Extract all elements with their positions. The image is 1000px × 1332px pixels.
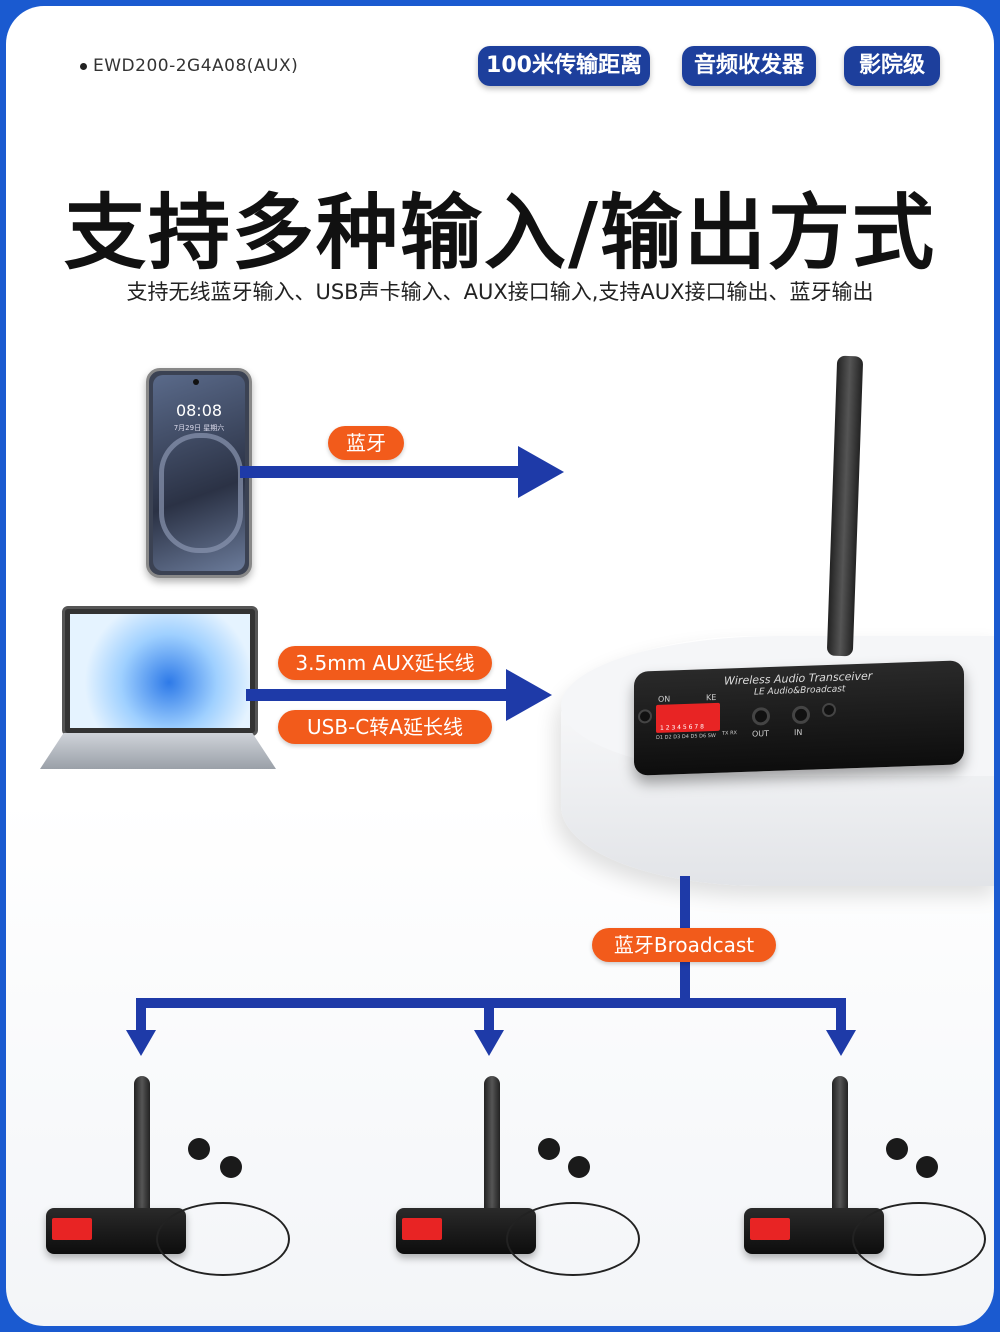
arrow-down-right bbox=[826, 1030, 856, 1056]
main-panel: EWD200-2G4A08(AUX) 100米传输距离 音频收发器 影院级 支持… bbox=[6, 6, 994, 1326]
badge-cinema: 影院级 bbox=[844, 46, 940, 86]
earbud bbox=[220, 1156, 242, 1178]
bluetooth-label: 蓝牙 bbox=[328, 426, 404, 460]
receiver-antenna bbox=[484, 1076, 500, 1216]
earphone-cable bbox=[156, 1202, 290, 1276]
bullet-icon bbox=[80, 62, 87, 70]
device-name: Wireless Audio Transceiver bbox=[724, 669, 873, 688]
badge-distance: 100米传输距离 bbox=[478, 46, 650, 86]
in-port bbox=[792, 705, 810, 725]
screw-left bbox=[638, 709, 652, 724]
dip-ke-label: KE bbox=[706, 692, 717, 703]
in-port-label: IN bbox=[794, 727, 803, 738]
wired-arrow-line bbox=[246, 689, 516, 701]
antenna bbox=[826, 355, 864, 657]
earphone-cable bbox=[506, 1202, 640, 1276]
broadcast-label: 蓝牙Broadcast bbox=[592, 928, 776, 962]
page-subtitle: 支持无线蓝牙输入、USB声卡输入、AUX接口输入,支持AUX接口输出、蓝牙输出 bbox=[126, 280, 874, 304]
bluetooth-arrow-line bbox=[240, 466, 530, 478]
dip-on-label: ON bbox=[658, 694, 671, 704]
earbud bbox=[538, 1138, 560, 1160]
receiver-antenna bbox=[134, 1076, 150, 1216]
laptop-image bbox=[62, 606, 258, 736]
branch-middle bbox=[484, 998, 494, 1034]
earphone-cable bbox=[852, 1202, 986, 1276]
screw-right bbox=[822, 702, 836, 718]
out-port-label: OUT bbox=[752, 729, 770, 739]
arrow-down-middle bbox=[474, 1030, 504, 1056]
smartphone-image: 08:08 7月29日 星期六 bbox=[146, 368, 252, 578]
dip-switch-bank bbox=[750, 1218, 790, 1240]
phone-time: 08:08 bbox=[175, 401, 223, 420]
camera-icon bbox=[193, 379, 199, 385]
phone-date: 7月29日 星期六 bbox=[173, 424, 225, 432]
earbud bbox=[188, 1138, 210, 1160]
badge-transceiver: 音频收发器 bbox=[682, 46, 816, 86]
dip-labels: D1 D2 D3 D4 D5 D6 SW bbox=[656, 732, 716, 741]
earbud bbox=[916, 1156, 938, 1178]
branch-right bbox=[836, 998, 846, 1034]
main-transceiver: Wireless Audio Transceiver LE Audio&Broa… bbox=[634, 660, 964, 776]
usb-label: USB-C转A延长线 bbox=[278, 710, 492, 744]
earbud bbox=[568, 1156, 590, 1178]
model-text: EWD200-2G4A08(AUX) bbox=[93, 56, 299, 76]
aux-label: 3.5mm AUX延长线 bbox=[278, 646, 492, 680]
mode-labels: TX RX bbox=[722, 730, 737, 737]
model-number: EWD200-2G4A08(AUX) bbox=[80, 56, 298, 76]
page-title: 支持多种输入/输出方式 bbox=[64, 186, 936, 281]
wired-arrow-head bbox=[506, 669, 552, 721]
laptop-keyboard bbox=[40, 733, 276, 769]
wallpaper-ring bbox=[159, 433, 243, 553]
dip-switch-bank bbox=[402, 1218, 442, 1240]
device-subtitle: LE Audio&Broadcast bbox=[754, 684, 846, 698]
laptop-wallpaper bbox=[70, 614, 250, 728]
dip-switch-bank bbox=[52, 1218, 92, 1240]
arrow-down-left bbox=[126, 1030, 156, 1056]
bluetooth-arrow-head bbox=[518, 446, 564, 498]
branch-left bbox=[136, 998, 146, 1034]
earbud bbox=[886, 1138, 908, 1160]
receiver-antenna bbox=[832, 1076, 848, 1216]
out-port bbox=[752, 707, 770, 726]
